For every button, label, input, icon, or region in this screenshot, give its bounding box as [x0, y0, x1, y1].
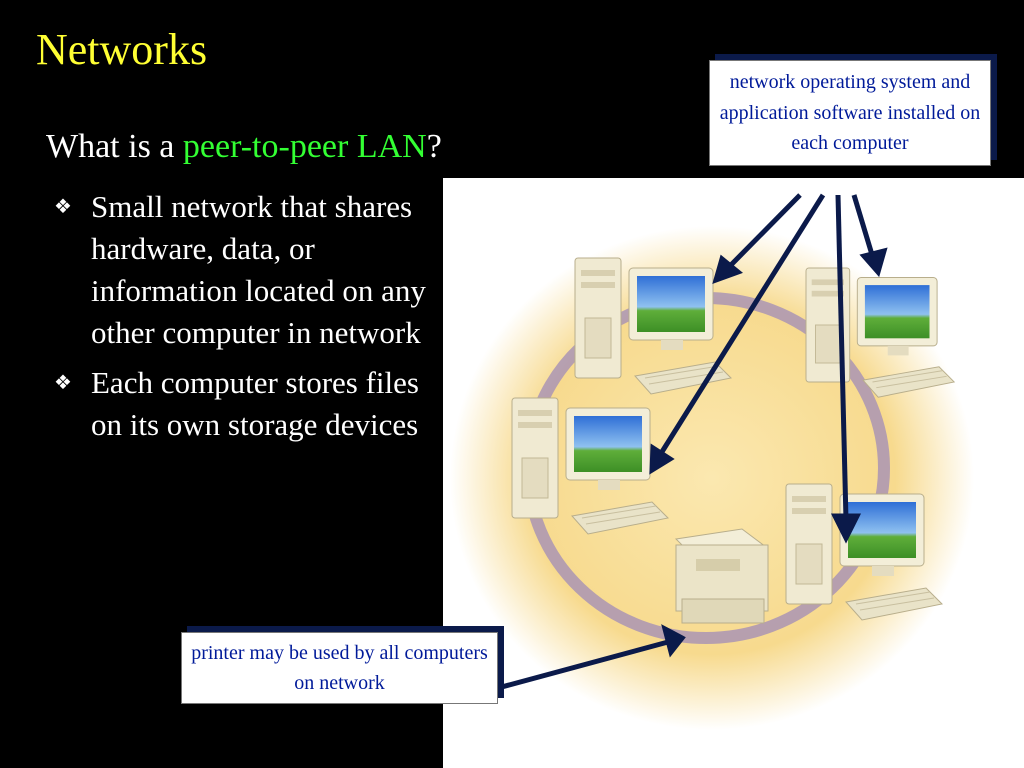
slide-subtitle: What is a peer-to-peer LAN?: [46, 128, 442, 165]
bullet-list: ❖ Small network that shares hardware, da…: [54, 186, 434, 454]
bullet-item: ❖ Each computer stores files on its own …: [54, 362, 434, 446]
computer-icon: [805, 267, 955, 398]
bullet-diamond-icon: ❖: [54, 196, 72, 218]
arrow-icon: [497, 193, 888, 691]
callout-software: network operating system and application…: [709, 60, 991, 166]
subtitle-suffix: ?: [426, 128, 442, 165]
bullet-text: Each computer stores files on its own st…: [91, 365, 419, 442]
computer-icon: [785, 483, 943, 621]
bullet-item: ❖ Small network that shares hardware, da…: [54, 186, 434, 354]
computer-icon: [511, 397, 669, 535]
subtitle-prefix: What is a: [46, 128, 183, 165]
computer-icon: [574, 257, 732, 395]
slide-title: Networks: [36, 25, 208, 74]
printer-icon: [674, 528, 769, 624]
bullet-diamond-icon: ❖: [54, 372, 72, 394]
network-illustration-panel: [443, 178, 1024, 768]
bullet-text: Small network that shares hardware, data…: [91, 189, 426, 350]
network-illustration: [443, 178, 1024, 768]
callout-printer: printer may be used by all computers on …: [181, 632, 498, 704]
subtitle-highlight: peer-to-peer LAN: [182, 128, 427, 165]
